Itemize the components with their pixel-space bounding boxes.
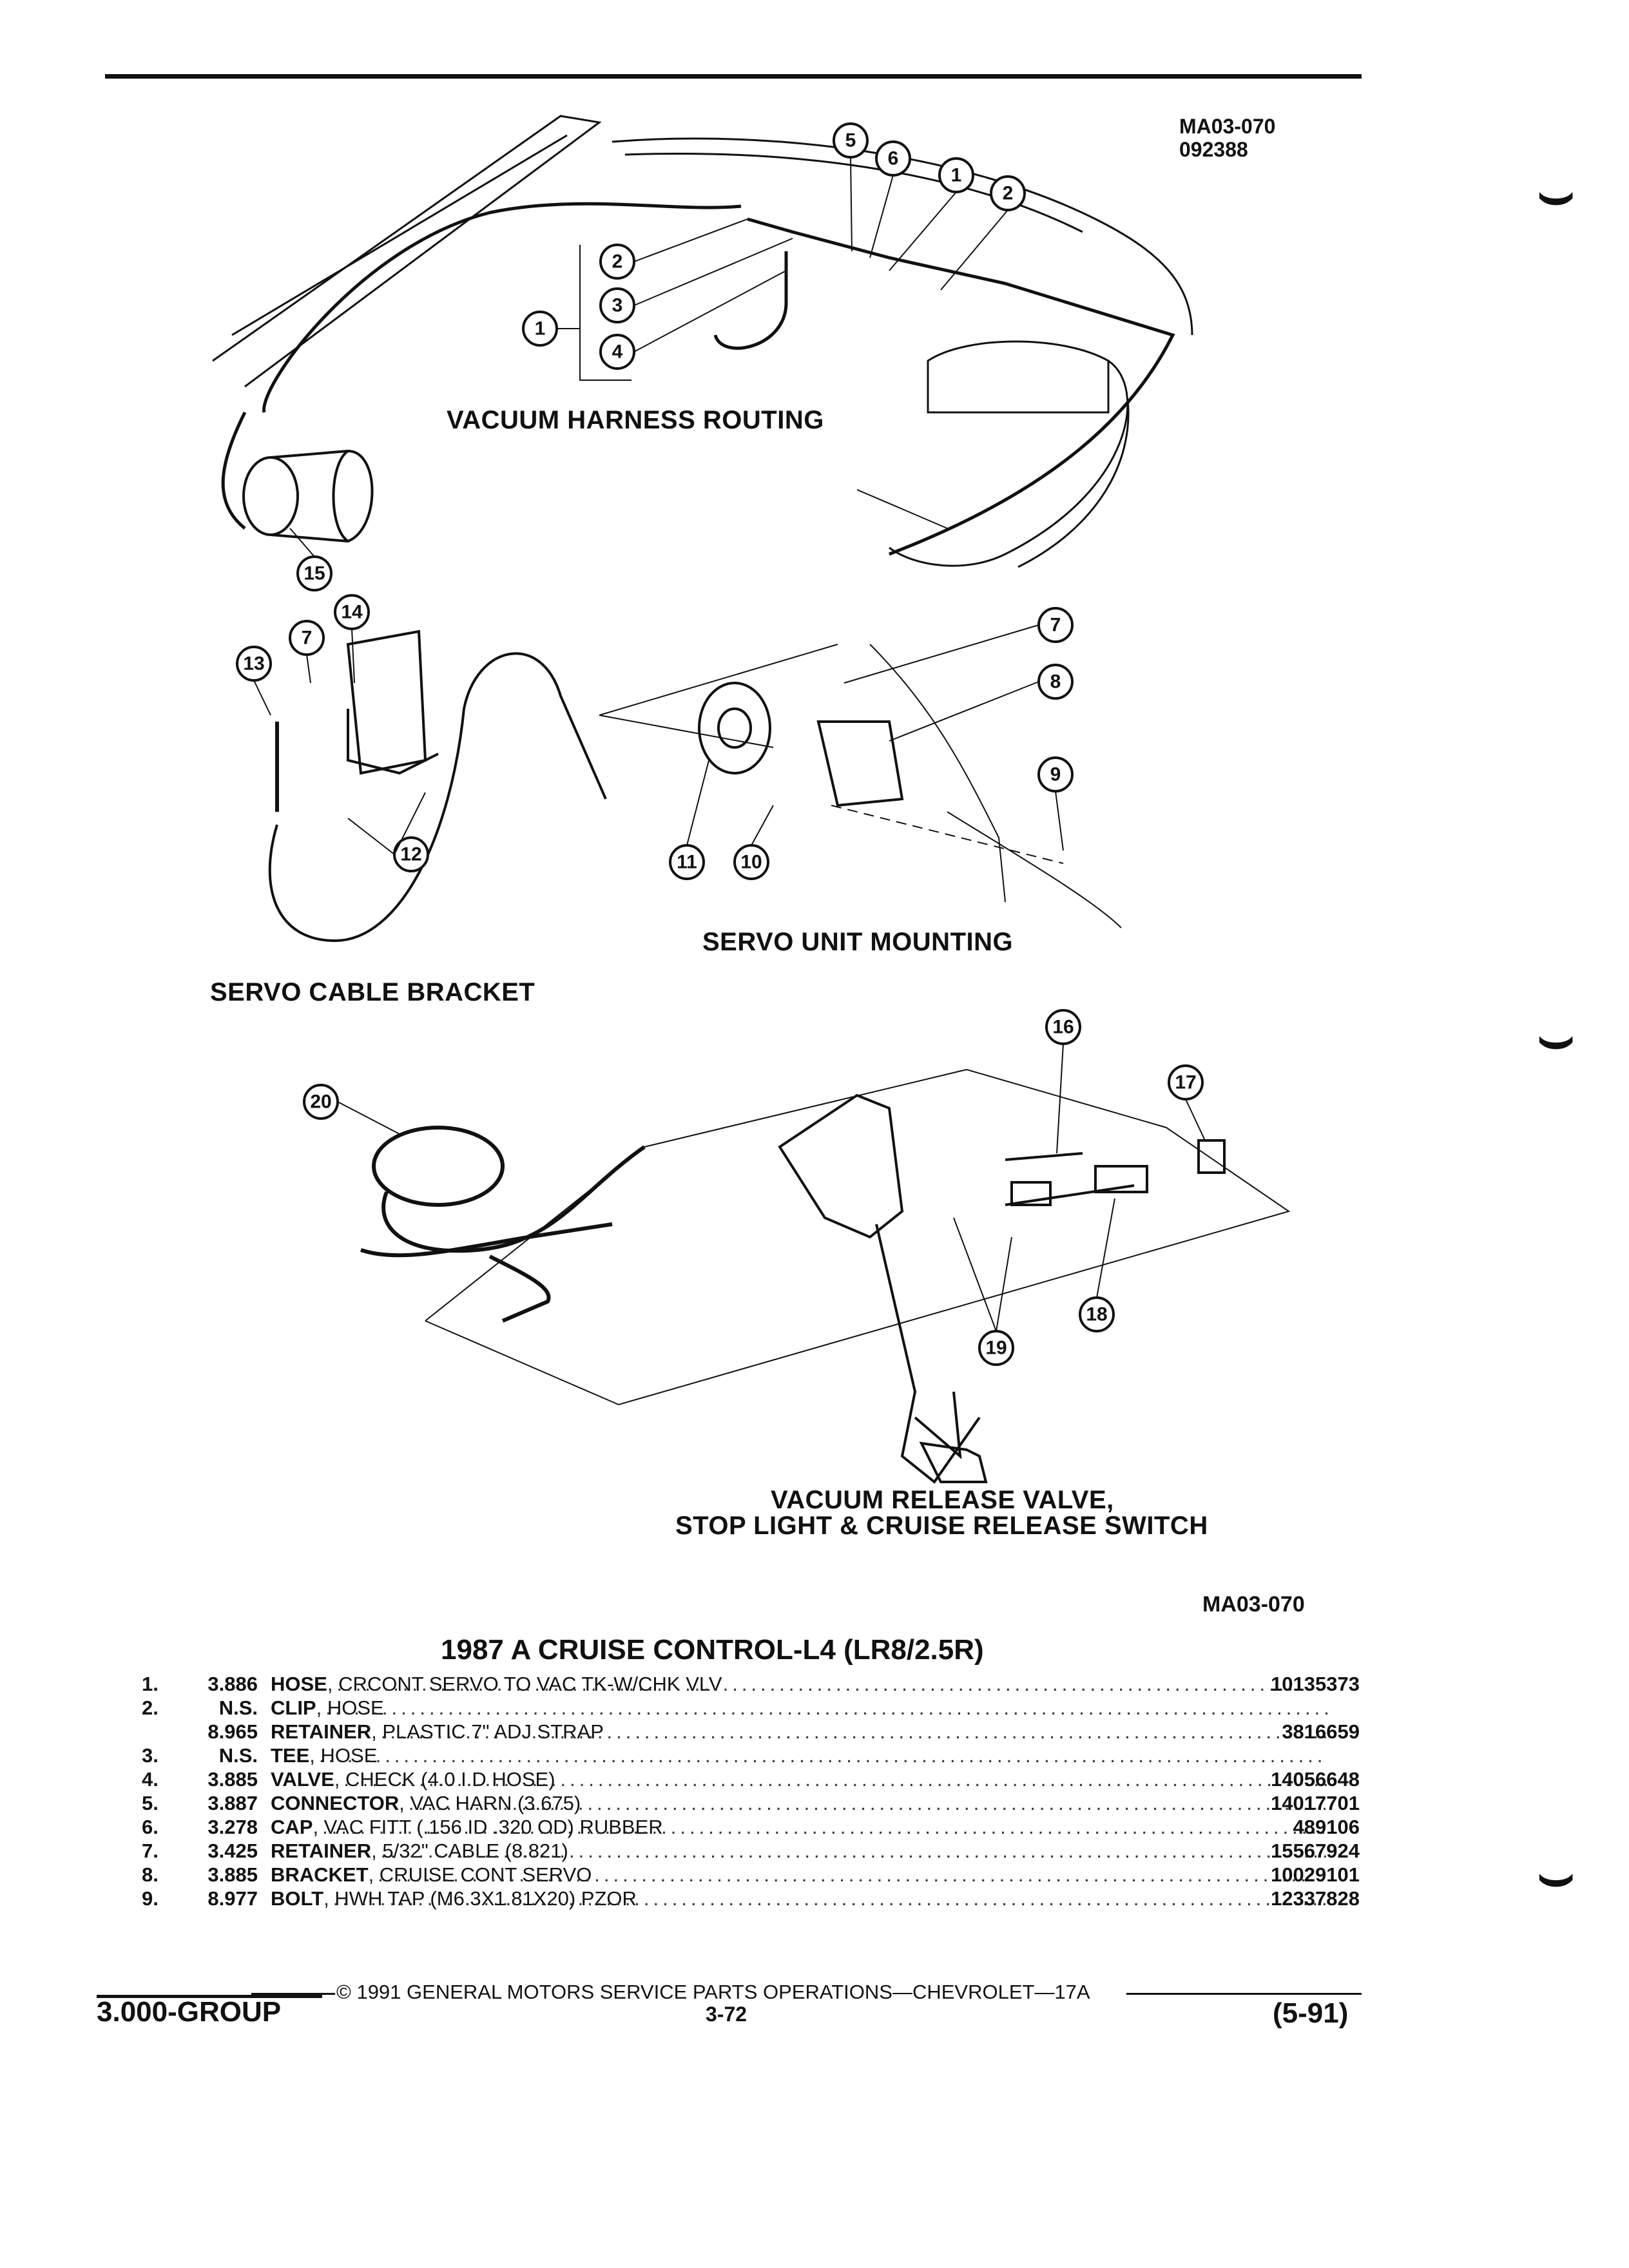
callout-7: 7 <box>289 620 325 656</box>
callout-9: 9 <box>1037 756 1074 793</box>
leader-lines <box>253 157 1206 1332</box>
page-number: 3-72 <box>706 2003 747 2026</box>
section-title-release-valve-line1: VACUUM RELEASE VALVE, <box>771 1486 1114 1514</box>
table-row: 8. 3.885 BRACKET, CRUISE CONT SERVO ....… <box>142 1863 1360 1886</box>
svg-text:7: 7 <box>302 628 313 649</box>
callout-12: 12 <box>393 836 429 872</box>
svg-text:12: 12 <box>400 844 421 865</box>
svg-text:20: 20 <box>310 1091 331 1113</box>
table-row: 9. 8.977 BOLT, HWH TAP (M6.3X1.81X20) PZ… <box>142 1887 1360 1910</box>
callout-13: 13 <box>236 646 272 682</box>
top-rule <box>105 74 1362 79</box>
svg-text:10: 10 <box>740 852 762 873</box>
svg-text:6: 6 <box>888 148 899 169</box>
wiring-harness <box>360 1126 646 1323</box>
section-title-servo-unit-mounting: SERVO UNIT MOUNTING <box>702 928 1014 956</box>
svg-text:2: 2 <box>1003 183 1014 204</box>
table-row: 5. 3.887 CONNECTOR, VAC HARN (3.675) ...… <box>142 1792 1360 1814</box>
table-row: 7. 3.425 RETAINER, 5/32" CABLE (8.821) .… <box>142 1840 1360 1862</box>
svg-text:5: 5 <box>845 130 856 151</box>
callout-17: 17 <box>1168 1064 1204 1100</box>
svg-text:15: 15 <box>304 563 325 584</box>
servo-cable-bracket-parts <box>268 629 607 943</box>
callouts: 5 6 1 2 2 3 1 4 15 14 7 13 7 8 9 12 11 1… <box>236 122 1204 1366</box>
svg-text:17: 17 <box>1175 1072 1196 1093</box>
callout-5: 5 <box>833 122 869 159</box>
table-row: 2. N.S. CLIP, HOSE .....................… <box>142 1696 1327 1719</box>
callout-6: 6 <box>875 140 911 177</box>
pedal-assembly <box>778 1093 1226 1484</box>
callout-2: 2 <box>990 175 1026 211</box>
table-row: 3. N.S. TEE, HOSE ......................… <box>142 1744 1327 1767</box>
figure-reference-date: 092388 <box>1179 138 1248 161</box>
callout-8: 8 <box>1037 664 1074 700</box>
binder-mark: ⌣ <box>1537 162 1576 226</box>
vacuum-hose-lines <box>221 202 1175 556</box>
svg-text:1: 1 <box>535 318 546 340</box>
callout-16: 16 <box>1045 1009 1081 1045</box>
callout-15: 15 <box>296 555 333 591</box>
footer-rule-group <box>97 1995 322 1998</box>
svg-text:1: 1 <box>951 165 962 186</box>
section-title-release-valve-line2: STOP LIGHT & CRUISE RELEASE SWITCH <box>675 1512 1208 1540</box>
section-title-servo-cable-bracket: SERVO CABLE BRACKET <box>210 978 535 1006</box>
svg-text:18: 18 <box>1086 1304 1107 1325</box>
servo-unit-parts <box>599 644 1064 864</box>
svg-text:19: 19 <box>985 1338 1007 1359</box>
callout-1: 1 <box>522 311 558 347</box>
svg-text:7: 7 <box>1050 615 1061 636</box>
section-title-vacuum-harness-routing: VACUUM HARNESS ROUTING <box>447 406 824 434</box>
svg-text:11: 11 <box>677 852 697 873</box>
footer-rule-right <box>1126 1993 1362 1995</box>
callout-18: 18 <box>1079 1296 1115 1332</box>
callout-7: 7 <box>1037 607 1074 643</box>
svg-text:4: 4 <box>612 341 623 363</box>
table-row: 4. 3.885 VALVE, CHECK (4.0 I.D HOSE) ...… <box>142 1768 1360 1791</box>
callout-3: 3 <box>599 287 635 323</box>
binder-mark: ⌣ <box>1537 1843 1576 1908</box>
parts-table-title: 1987 A CRUISE CONTROL-L4 (LR8/2.5R) <box>441 1634 984 1666</box>
revision-date: (5-91) <box>1273 1997 1349 2029</box>
callout-20: 20 <box>303 1084 339 1120</box>
callout-11: 11 <box>669 844 705 880</box>
copyright-notice: © 1991 GENERAL MOTORS SERVICE PARTS OPER… <box>336 1981 1090 2003</box>
parallelogram-guides <box>425 1069 1291 1406</box>
svg-text:14: 14 <box>341 602 363 623</box>
figure-code: MA03-070 <box>1202 1592 1305 1617</box>
vacuum-tank <box>242 449 374 543</box>
binder-mark: ⌣ <box>1537 1006 1576 1070</box>
svg-text:3: 3 <box>612 295 623 316</box>
callout-10: 10 <box>733 844 769 880</box>
svg-text:13: 13 <box>243 653 264 675</box>
svg-text:16: 16 <box>1052 1017 1074 1038</box>
vehicle-outline-lines <box>212 115 1193 928</box>
group-label: 3.000-GROUP <box>97 1996 282 2028</box>
svg-text:9: 9 <box>1050 764 1061 785</box>
table-row: 1. 3.886 HOSE, CRCONT SERVO TO VAC TK-W/… <box>142 1673 1360 1695</box>
callout-1: 1 <box>938 157 974 193</box>
table-row: 6. 3.278 CAP, VAC FITT (.156 ID .320 OD)… <box>142 1816 1360 1838</box>
callout-19: 19 <box>978 1330 1014 1366</box>
svg-text:8: 8 <box>1050 671 1061 693</box>
svg-text:2: 2 <box>612 251 623 273</box>
callout-4: 4 <box>599 334 635 370</box>
callout-2: 2 <box>599 244 635 280</box>
footer-rule-left <box>251 1993 335 1995</box>
callout-14: 14 <box>334 594 370 630</box>
figure-reference-code: MA03-070 <box>1179 115 1276 138</box>
table-row: 8.965 RETAINER, PLASTIC 7" ADJ STRAP ...… <box>207 1720 1360 1743</box>
